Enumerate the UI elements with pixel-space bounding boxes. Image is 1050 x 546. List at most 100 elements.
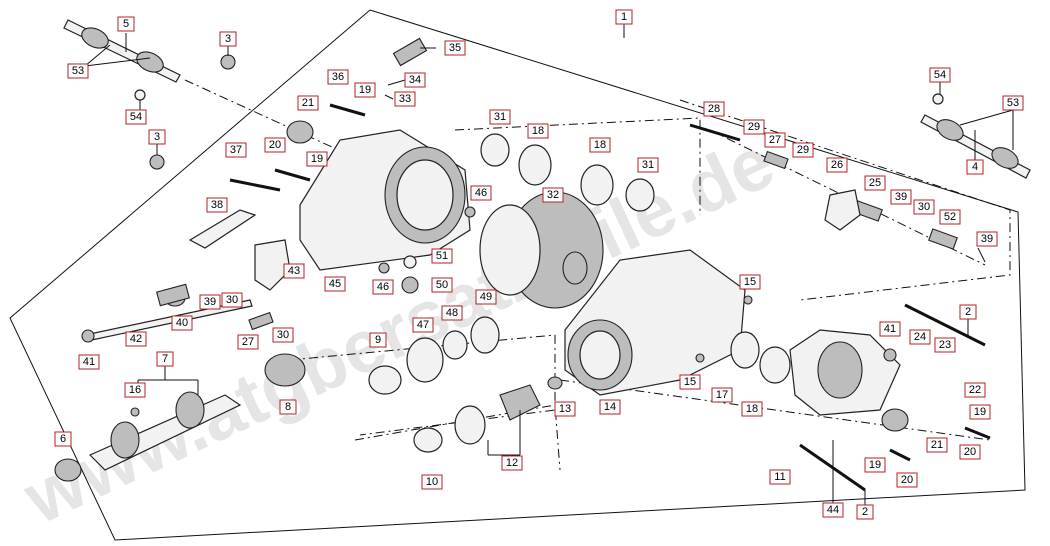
- svg-text:54: 54: [130, 111, 142, 123]
- svg-text:43: 43: [288, 265, 300, 277]
- label-40: 40: [171, 315, 193, 331]
- label-34: 34: [404, 72, 426, 88]
- svg-text:30: 30: [918, 201, 930, 213]
- svg-text:18: 18: [532, 125, 544, 137]
- label-38: 38: [206, 197, 228, 213]
- label-35: 35: [444, 40, 466, 56]
- bearing-47: [406, 337, 444, 383]
- oring-54a: [134, 89, 146, 101]
- label-12: 12: [501, 455, 523, 471]
- label-2a: 2: [959, 304, 977, 320]
- svg-text:15: 15: [744, 276, 756, 288]
- seal-21b: [881, 408, 909, 432]
- label-26: 26: [826, 157, 848, 173]
- label-3b: 3: [148, 129, 166, 145]
- label-18a: 18: [527, 123, 549, 139]
- spring-40: [156, 283, 190, 307]
- svg-text:20: 20: [964, 446, 976, 458]
- svg-text:19: 19: [869, 459, 881, 471]
- axle-shaft-left: [63, 19, 181, 83]
- label-16: 16: [124, 382, 146, 398]
- svg-text:29: 29: [797, 144, 809, 156]
- label-36: 36: [327, 69, 349, 85]
- label-1: 1: [615, 9, 633, 25]
- label-19d: 19: [969, 404, 991, 420]
- svg-text:21: 21: [931, 439, 943, 451]
- label-47: 47: [412, 317, 434, 333]
- svg-text:46: 46: [475, 187, 487, 199]
- bearing-17: [730, 331, 760, 369]
- svg-text:28: 28: [708, 103, 720, 115]
- label-41a: 41: [78, 354, 100, 370]
- bracket-38: [188, 209, 257, 249]
- svg-text:2: 2: [965, 306, 971, 318]
- nut-41a: [81, 329, 95, 343]
- svg-text:6: 6: [60, 433, 66, 445]
- nut-41b: [883, 348, 897, 362]
- svg-text:10: 10: [426, 476, 438, 488]
- svg-text:40: 40: [176, 317, 188, 329]
- seal-31b: [625, 178, 655, 212]
- dashed-axis-bottom: [559, 379, 991, 441]
- label-31b: 31: [637, 157, 659, 173]
- bushing-13: [547, 376, 563, 390]
- plug-46b: [378, 262, 390, 274]
- label-19a: 19: [354, 82, 376, 98]
- label-13: 13: [554, 401, 576, 417]
- leader-lines: [84, 24, 1014, 505]
- svg-text:39: 39: [204, 296, 216, 308]
- label-30c: 30: [913, 199, 935, 215]
- label-46a: 46: [470, 185, 492, 201]
- svg-text:47: 47: [417, 319, 429, 331]
- svg-text:49: 49: [480, 291, 492, 303]
- bolt-20b: [889, 448, 911, 462]
- svg-text:41: 41: [884, 323, 896, 335]
- bolt-37: [229, 178, 281, 192]
- label-43: 43: [283, 263, 305, 279]
- svg-text:27: 27: [769, 134, 781, 146]
- spring-27b: [248, 311, 274, 331]
- label-19c: 19: [864, 457, 886, 473]
- ring-gear: [479, 191, 604, 309]
- svg-text:19: 19: [311, 153, 323, 165]
- label-18c: 18: [741, 401, 763, 417]
- bearing-18c: [759, 346, 791, 384]
- svg-text:45: 45: [329, 278, 341, 290]
- seal-8: [264, 353, 306, 387]
- label-39b: 39: [890, 189, 912, 205]
- seal-31a: [480, 133, 510, 167]
- label-3a: 3: [219, 31, 237, 47]
- label-20b: 20: [896, 472, 918, 488]
- svg-text:41: 41: [83, 356, 95, 368]
- bolt-28: [689, 123, 741, 142]
- main-housing: [299, 129, 471, 271]
- svg-text:4: 4: [972, 161, 978, 173]
- svg-text:31: 31: [494, 111, 506, 123]
- label-32: 32: [542, 187, 564, 203]
- svg-text:18: 18: [746, 403, 758, 415]
- pinion-gear: [499, 384, 541, 421]
- label-20a: 20: [264, 137, 286, 153]
- circlip-10: [413, 427, 443, 453]
- bearing-49: [470, 316, 500, 354]
- label-20c: 20: [959, 444, 981, 460]
- label-39a: 39: [199, 294, 221, 310]
- label-17: 17: [711, 387, 733, 403]
- svg-text:2: 2: [862, 506, 868, 518]
- svg-text:26: 26: [831, 159, 843, 171]
- spring-27: [763, 150, 789, 170]
- svg-text:27: 27: [242, 336, 254, 348]
- svg-text:5: 5: [123, 18, 129, 30]
- svg-text:33: 33: [399, 93, 411, 105]
- oring-54b: [932, 93, 944, 105]
- label-53b: 53: [1002, 95, 1024, 111]
- svg-text:35: 35: [449, 42, 461, 54]
- svg-text:20: 20: [901, 474, 913, 486]
- svg-text:36: 36: [332, 71, 344, 83]
- svg-text:30: 30: [226, 294, 238, 306]
- label-46b: 46: [372, 279, 394, 295]
- seal-21a: [286, 120, 314, 144]
- svg-text:39: 39: [981, 233, 993, 245]
- svg-text:9: 9: [375, 334, 381, 346]
